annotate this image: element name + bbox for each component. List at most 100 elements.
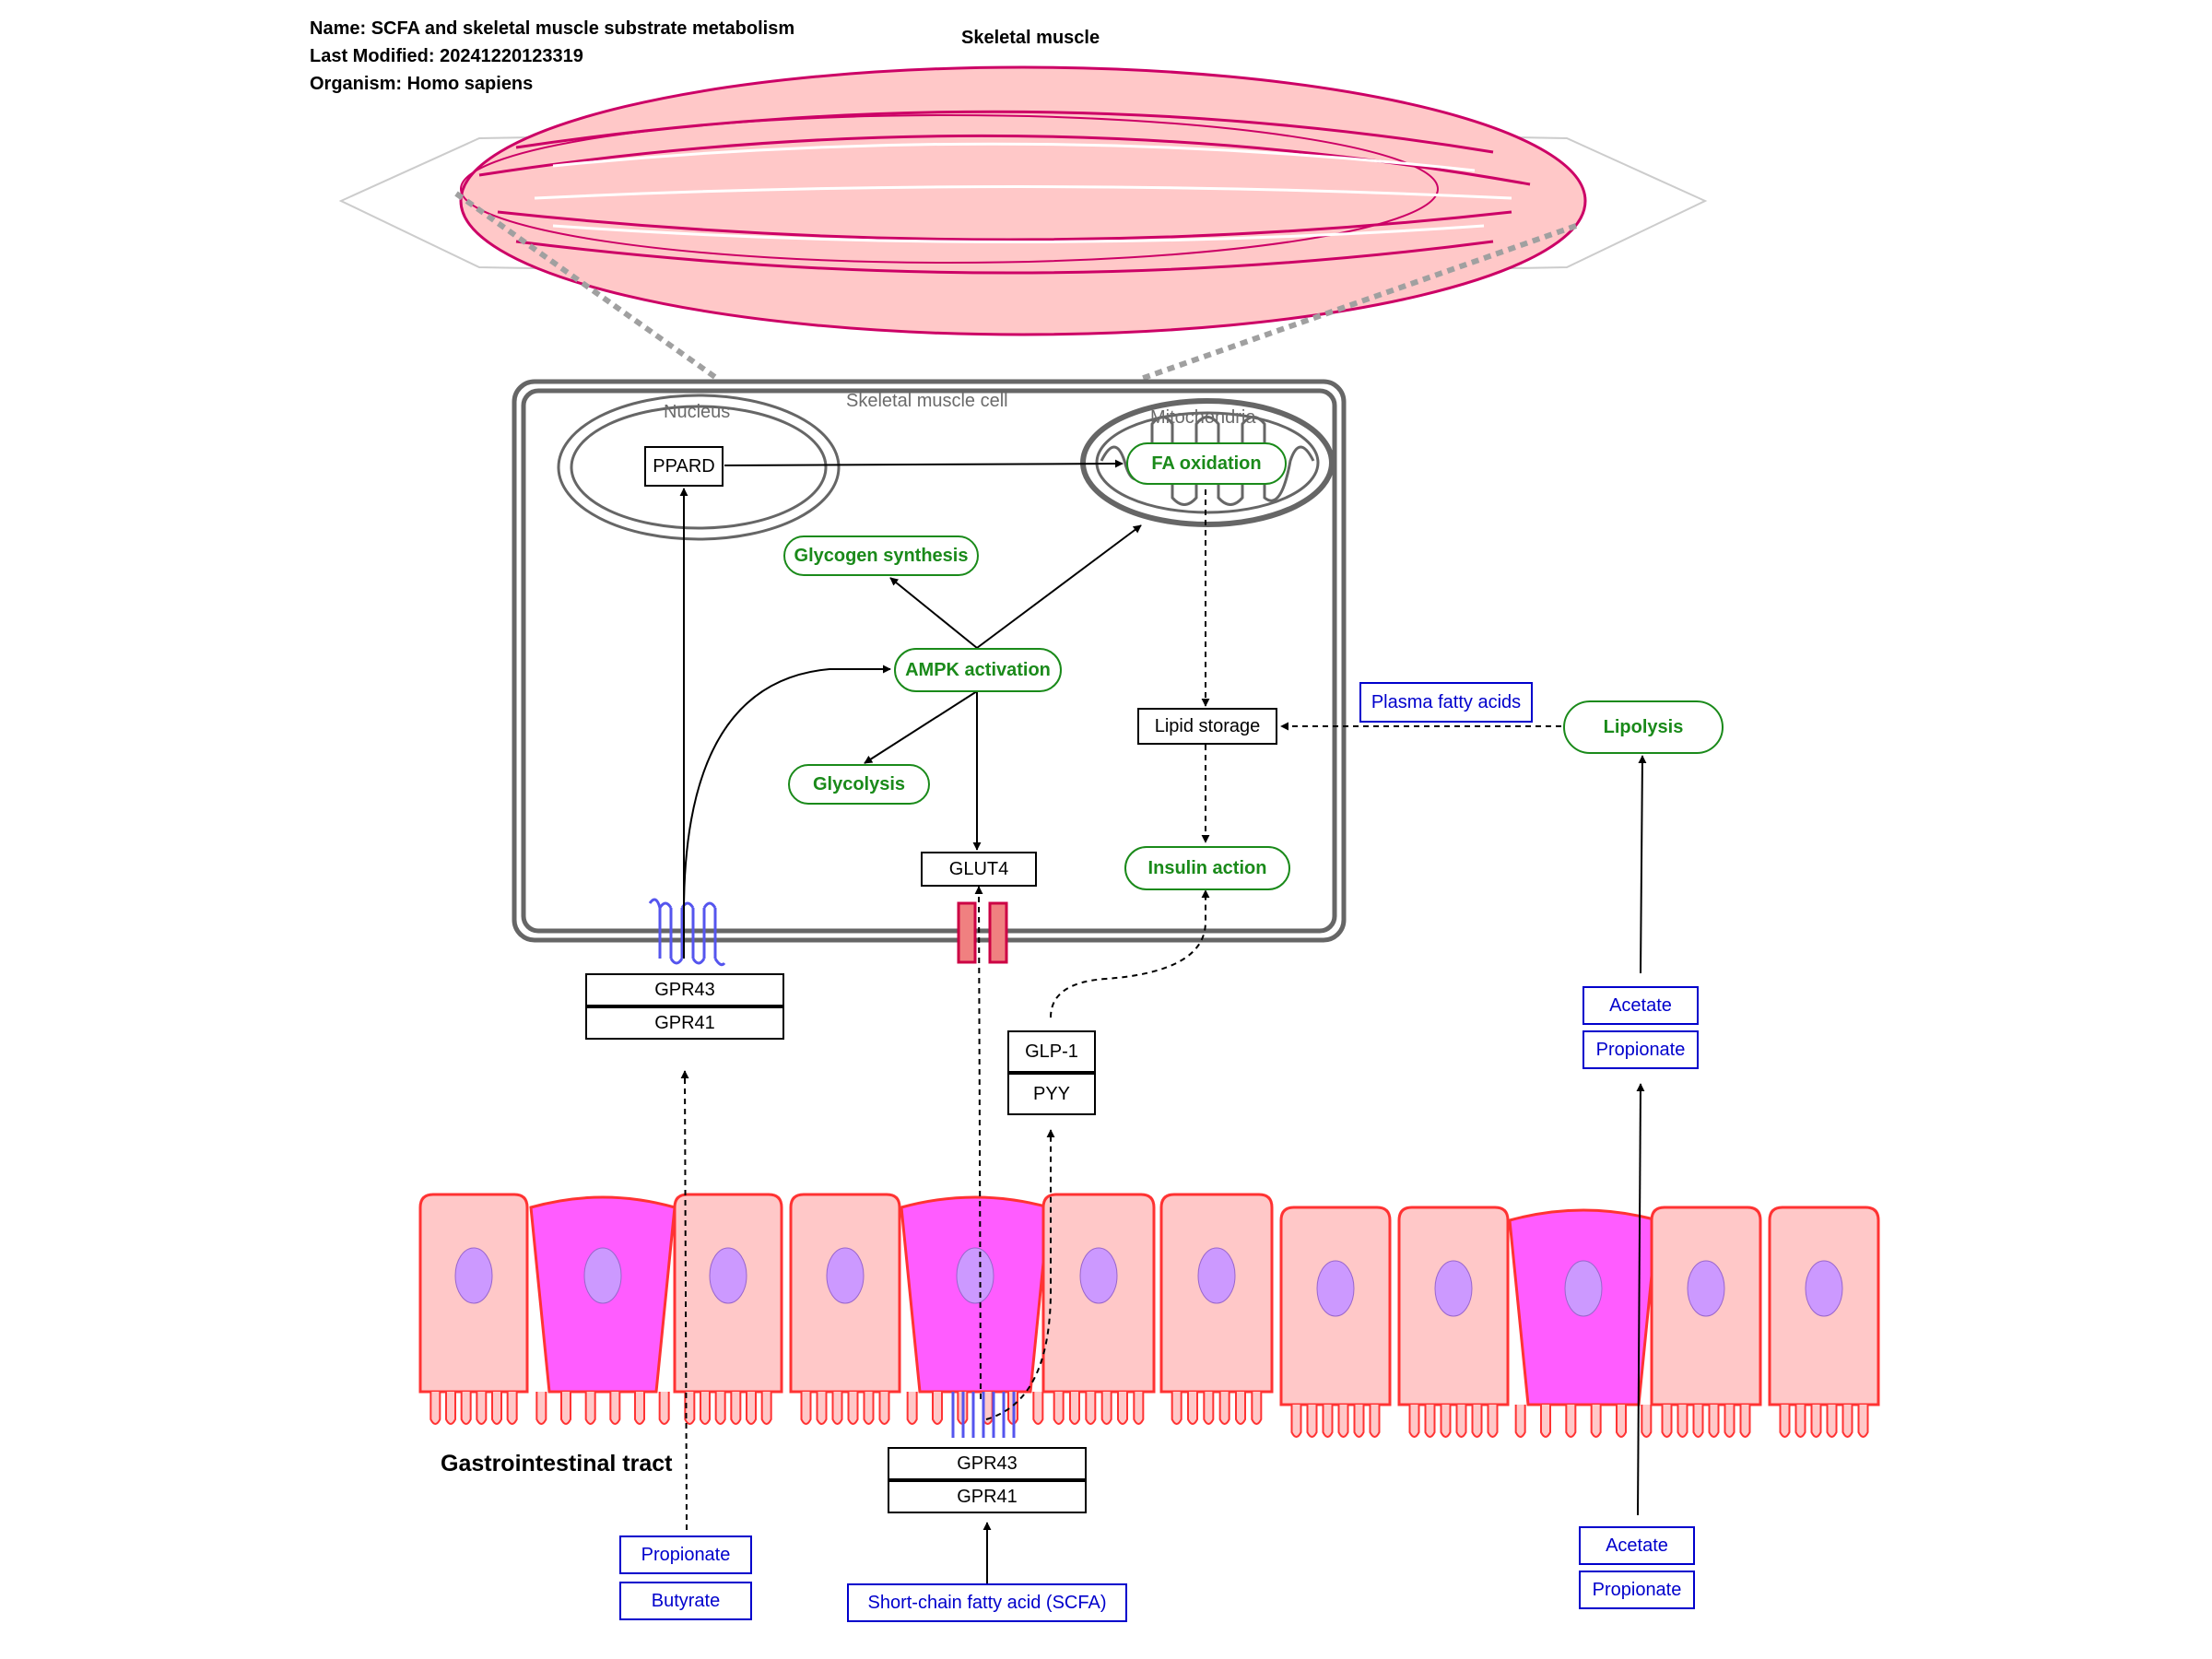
- butyrate-metabolite[interactable]: Butyrate: [619, 1582, 752, 1620]
- microvillus: [1841, 1405, 1853, 1438]
- microvillus: [476, 1392, 488, 1425]
- fa-oxidation-process[interactable]: FA oxidation: [1126, 442, 1287, 485]
- microvillus: [1306, 1405, 1318, 1438]
- microvillus: [609, 1392, 621, 1425]
- microvillus: [1590, 1405, 1602, 1438]
- pyy-node[interactable]: PYY: [1007, 1073, 1096, 1115]
- plasma-fatty-acids-metabolite[interactable]: Plasma fatty acids: [1359, 682, 1533, 723]
- microvillus: [658, 1392, 670, 1425]
- gpcr-receptor-icon: [648, 898, 726, 967]
- cell-nucleus: [1197, 1247, 1236, 1304]
- microvillus: [1408, 1405, 1420, 1438]
- muscle-fiber-icon: [338, 65, 1708, 336]
- microvillus: [863, 1392, 875, 1425]
- muscle-cell-label: Skeletal muscle cell: [846, 391, 1008, 411]
- microvillus: [1514, 1405, 1526, 1438]
- microvillus: [746, 1392, 757, 1425]
- microvillus: [1661, 1405, 1673, 1438]
- pathway-name: Name: SCFA and skeletal muscle substrate…: [310, 18, 795, 39]
- microvillus: [847, 1392, 859, 1425]
- gpr41-muscle-node[interactable]: GPR41: [585, 1006, 784, 1040]
- microvillus: [1337, 1405, 1349, 1438]
- microvillus: [1424, 1405, 1436, 1438]
- gpr41-gut-node[interactable]: GPR41: [888, 1480, 1087, 1513]
- microvillus: [1708, 1405, 1720, 1438]
- cell-nucleus: [583, 1247, 622, 1304]
- lipolysis-process[interactable]: Lipolysis: [1563, 700, 1724, 754]
- intestinal-epithelium-icon: [418, 1193, 1880, 1438]
- microvillus: [1235, 1392, 1246, 1425]
- microvillus: [1810, 1405, 1822, 1438]
- gpcr-receptor-icon: [951, 1392, 1016, 1438]
- insulin-action-process[interactable]: Insulin action: [1124, 846, 1290, 890]
- gi-tract-label: Gastrointestinal tract: [441, 1451, 673, 1477]
- microvillus: [1369, 1405, 1381, 1438]
- microvillus: [1203, 1392, 1215, 1425]
- microvillus: [878, 1392, 890, 1425]
- acetate-upper-metabolite[interactable]: Acetate: [1583, 986, 1699, 1025]
- microvillus: [1218, 1392, 1230, 1425]
- microvillus: [760, 1392, 772, 1425]
- cell-nucleus: [1687, 1260, 1725, 1317]
- ppard-node[interactable]: PPARD: [644, 446, 724, 487]
- scfa-metabolite[interactable]: Short-chain fatty acid (SCFA): [847, 1583, 1127, 1622]
- propionate-left-metabolite[interactable]: Propionate: [619, 1535, 752, 1574]
- microvillus: [816, 1392, 828, 1425]
- microvillus: [1641, 1405, 1653, 1438]
- acetate-lower-metabolite[interactable]: Acetate: [1579, 1526, 1695, 1565]
- microvillus: [1540, 1405, 1551, 1438]
- microvillus: [1133, 1392, 1145, 1425]
- ampk-activation-process[interactable]: AMPK activation: [894, 648, 1062, 692]
- skeletal-muscle-label: Skeletal muscle: [961, 28, 1100, 48]
- lipid-storage-node[interactable]: Lipid storage: [1137, 708, 1277, 745]
- microvillus: [506, 1392, 518, 1425]
- microvillus: [429, 1392, 441, 1425]
- microvillus: [560, 1392, 571, 1425]
- microvillus: [714, 1392, 726, 1425]
- gpr43-muscle-node[interactable]: GPR43: [585, 973, 784, 1006]
- microvillus: [1187, 1392, 1198, 1425]
- cell-nucleus: [709, 1247, 747, 1304]
- microvillus: [831, 1392, 843, 1425]
- microvillus: [491, 1392, 502, 1425]
- microvillus: [1779, 1405, 1791, 1438]
- microvillus: [1724, 1405, 1735, 1438]
- microvillus: [730, 1392, 742, 1425]
- microvillus: [1069, 1392, 1080, 1425]
- cell-nucleus: [1079, 1247, 1118, 1304]
- glut4-node[interactable]: GLUT4: [921, 852, 1037, 887]
- microvillus: [1826, 1405, 1838, 1438]
- glycogen-synthesis-process[interactable]: Glycogen synthesis: [783, 535, 979, 576]
- microvillus: [1100, 1392, 1112, 1425]
- microvillus: [932, 1392, 943, 1425]
- microvillus: [1739, 1405, 1751, 1438]
- cell-nucleus: [454, 1247, 493, 1304]
- microvillus: [1290, 1405, 1302, 1438]
- microvillus: [584, 1392, 596, 1425]
- cell-nucleus: [956, 1247, 994, 1304]
- microvillus: [684, 1392, 696, 1425]
- microvillus: [1440, 1405, 1452, 1438]
- cell-nucleus: [1316, 1260, 1355, 1317]
- microvillus: [1616, 1405, 1627, 1438]
- microvillus: [1857, 1405, 1869, 1438]
- glycolysis-process[interactable]: Glycolysis: [788, 764, 930, 805]
- microvillus: [1032, 1392, 1044, 1425]
- propionate-upper-metabolite[interactable]: Propionate: [1583, 1030, 1699, 1069]
- microvillus: [1171, 1392, 1182, 1425]
- microvillus: [700, 1392, 711, 1425]
- microvillus: [535, 1392, 547, 1425]
- mitochondria-label: Mitochondria: [1150, 407, 1256, 428]
- cell-nucleus: [826, 1247, 865, 1304]
- cell-nucleus: [1564, 1260, 1603, 1317]
- microvillus: [634, 1392, 645, 1425]
- gpr43-gut-node[interactable]: GPR43: [888, 1447, 1087, 1480]
- microvillus: [1455, 1405, 1467, 1438]
- microvillus: [1565, 1405, 1577, 1438]
- propionate-lower-metabolite[interactable]: Propionate: [1579, 1571, 1695, 1609]
- microvillus: [1692, 1405, 1704, 1438]
- microvillus: [1322, 1405, 1334, 1438]
- microvillus: [1471, 1405, 1483, 1438]
- glp1-node[interactable]: GLP-1: [1007, 1030, 1096, 1073]
